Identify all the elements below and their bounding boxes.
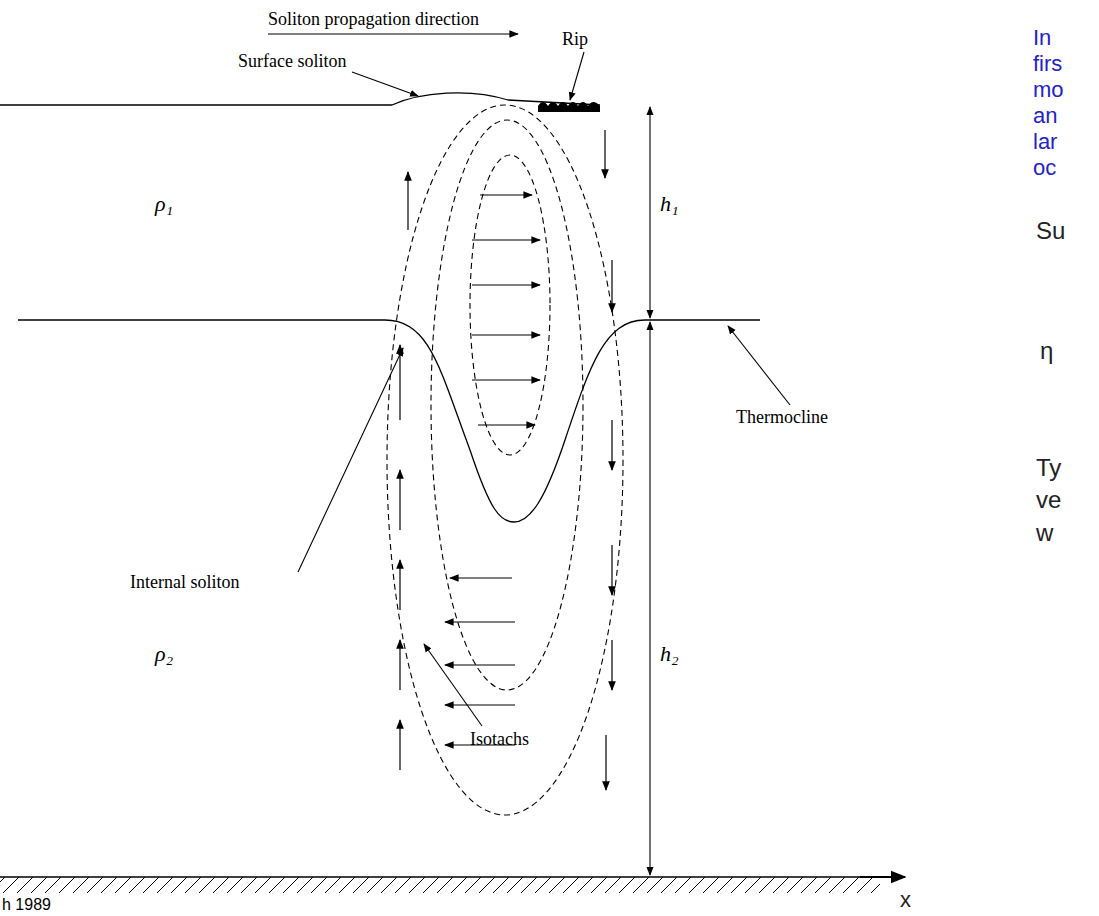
text-label: Rip — [562, 30, 588, 50]
text-label: η — [1040, 338, 1053, 364]
text-label: h 1989 — [2, 896, 51, 914]
text-label: Isotachs — [470, 730, 529, 750]
text-label: ve — [1036, 487, 1061, 513]
velocity-arrows — [400, 130, 612, 790]
text-label: Soliton propagation direction — [268, 10, 479, 30]
text-label: x — [900, 888, 911, 912]
rip-mark — [538, 102, 600, 112]
text-label: Su — [1036, 218, 1065, 244]
text-label: an — [1033, 104, 1057, 128]
text-label: h₁ — [660, 192, 679, 216]
text-label: Surface soliton — [238, 52, 346, 72]
text-label: mo — [1033, 78, 1064, 102]
text-label: Ty — [1036, 455, 1061, 481]
text-label: Internal soliton — [130, 573, 239, 593]
seabed-line — [0, 876, 880, 877]
direction-arrow — [268, 33, 518, 34]
thermocline-line — [18, 320, 760, 522]
text-label: ρ₂ — [155, 642, 173, 666]
dimension-lines — [649, 107, 650, 875]
text-label: In — [1033, 26, 1051, 50]
text-label: firs — [1033, 52, 1062, 76]
x-axis — [860, 876, 905, 878]
text-label: h₂ — [660, 642, 679, 666]
text-label: w — [1036, 520, 1053, 546]
seabed-hatch — [0, 877, 880, 893]
text-label: Thermocline — [736, 408, 828, 428]
text-label: lar — [1033, 130, 1057, 154]
sea-surface — [0, 93, 600, 105]
text-label: oc — [1033, 156, 1056, 180]
leader-arrows — [298, 52, 790, 726]
isotach-ellipses — [387, 105, 623, 815]
text-label: ρ₁ — [155, 192, 173, 216]
